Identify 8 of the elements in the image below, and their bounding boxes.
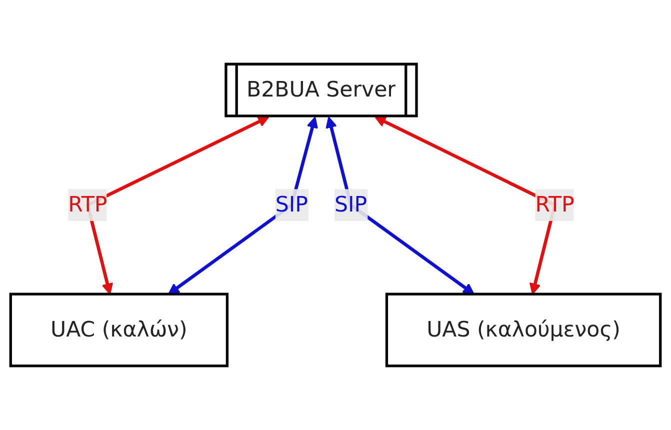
node-box: UAS (καλούμενος)	[385, 292, 662, 368]
node-box: UAC (καλών)	[9, 292, 229, 368]
arrow	[168, 116, 318, 295]
edge-label: RTP	[535, 192, 574, 217]
edge-label: SIP	[334, 192, 368, 217]
edge-label: SIP	[275, 192, 308, 217]
arrow	[326, 116, 474, 295]
edge-label: RTP	[68, 192, 108, 217]
